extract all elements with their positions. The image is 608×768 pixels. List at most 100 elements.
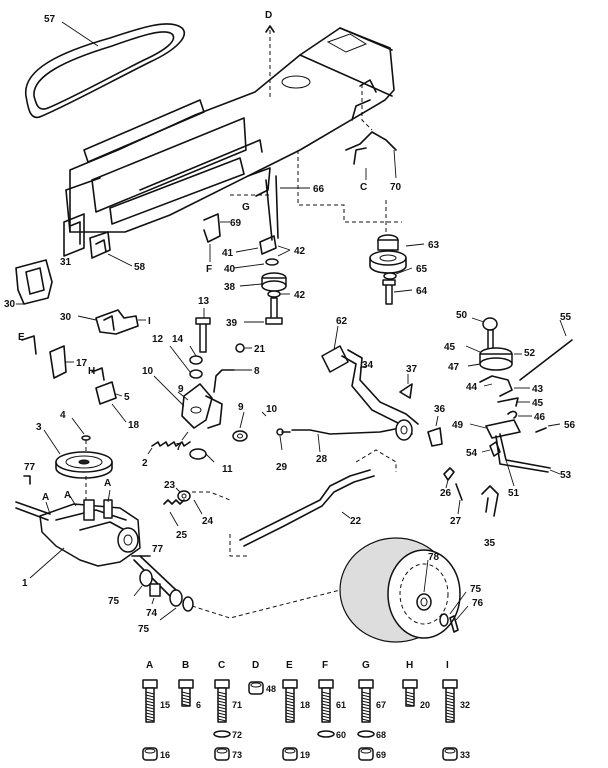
washer-F [317,730,335,738]
callout-69: 69 [230,218,242,229]
nut-E [282,747,298,761]
nut-hole-A [144,748,156,754]
bolt-thread-I [445,712,455,716]
bolt-thread-E [285,694,295,698]
right-brake-assembly: 50 55 45 52 47 44 43 45 46 49 56 54 [444,310,576,499]
bolt-thread-C [217,691,227,695]
callout-55: 55 [560,312,572,323]
control-arm-assembly: 13 14 12 21 8 9 10 10 9 11 7 2 [142,296,278,475]
bolt-thread-F [321,691,331,695]
bolt-thread-B [181,703,191,707]
bolt-thread-H [405,700,415,704]
bolt-thread-A [145,691,155,695]
bolt-head-B [178,679,194,689]
callout-10a: 10 [142,366,154,377]
callout-30b: 30 [60,312,72,323]
bolt-thread-A [145,706,155,710]
callout-42a: 42 [294,246,306,257]
tractor-frame [65,27,402,233]
callout-40: 40 [224,264,236,275]
callout-39: 39 [226,318,238,329]
bolt-thread-H [405,691,415,695]
callout-1: 1 [22,578,28,589]
hardware-letter-I: I [446,660,449,671]
bolt-thread-A [145,709,155,713]
callout-17: 17 [76,358,88,369]
bolt-thread-C [217,694,227,698]
bolt-thread-G [361,709,371,713]
bolt-thread-I [445,715,455,719]
nut-number-A: 16 [160,750,170,760]
bolt-thread-G [361,694,371,698]
callout-34: 34 [362,360,374,371]
callout-28: 28 [316,454,328,465]
bolt-thread-I [445,700,455,704]
nut-G [358,747,374,761]
washer-number-G: 68 [376,730,386,740]
bolt-thread-G [361,691,371,695]
hardware-letter-D: D [252,660,259,671]
bolt-thread-I [445,697,455,701]
callout-56: 56 [564,420,576,431]
callout-45a: 45 [444,342,456,353]
callout-66: 66 [313,184,325,195]
bolt-thread-F [321,700,331,704]
nut-D [248,681,264,695]
bolt-thread-E [285,715,295,719]
callout-35: 35 [484,538,496,549]
callout-F: F [206,264,212,275]
callout-12: 12 [152,334,164,345]
callout-23: 23 [164,480,176,491]
callout-77b: 77 [152,544,164,555]
callout-26: 26 [440,488,452,499]
bolt-thread-E [285,712,295,716]
callout-C: C [360,182,367,193]
rear-wheel: 78 75 76 [339,537,484,643]
drive-belt: 57 [25,14,185,119]
callout-58: 58 [134,262,146,273]
frame-brackets: 31 58 [60,213,146,273]
bolt-thread-C [217,706,227,710]
bolt-thread-F [321,715,331,719]
bolt-thread-E [285,700,295,704]
callout-64: 64 [416,286,428,297]
bolt-thread-F [321,709,331,713]
callout-27: 27 [450,516,462,527]
callout-5: 5 [124,392,130,403]
callout-53: 53 [560,470,572,481]
callout-H: H [88,366,95,377]
bolt-thread-A [145,700,155,704]
callout-22: 22 [350,516,362,527]
callout-A-1: A [42,492,49,503]
bolt-number-G: 67 [376,700,386,710]
callout-45b: 45 [532,398,544,409]
callout-38: 38 [224,282,236,293]
bolt-number-B: 6 [196,700,201,710]
callout-57: 57 [44,14,56,25]
nut-I [442,747,458,761]
callout-62: 62 [336,316,348,327]
cross-shaft-34: 62 34 37 36 [321,316,446,447]
nut-hole-I [444,748,456,754]
bolt-thread-I [445,706,455,710]
bolt-head-A [142,679,158,689]
hardware-letter-F: F [322,660,328,671]
bolt-head-G [358,679,374,689]
bolt-number-A: 15 [160,700,170,710]
nut-number-D: 48 [266,684,276,694]
bolt-thread-C [217,712,227,716]
left-mount-brackets: 30 [4,259,53,310]
bolt-head-F [318,679,334,689]
callout-A-2: A [64,490,71,501]
bolt-thread-F [321,697,331,701]
callout-37: 37 [406,364,418,375]
callout-25: 25 [176,530,188,541]
bolt-thread-I [445,691,455,695]
bolt-thread-A [145,697,155,701]
callout-I: I [148,316,151,327]
nut-C [214,747,230,761]
nut-hole-C [216,748,228,754]
nut-hole-E [284,748,296,754]
callout-75a: 75 [108,596,120,607]
bolt-thread-I [445,694,455,698]
